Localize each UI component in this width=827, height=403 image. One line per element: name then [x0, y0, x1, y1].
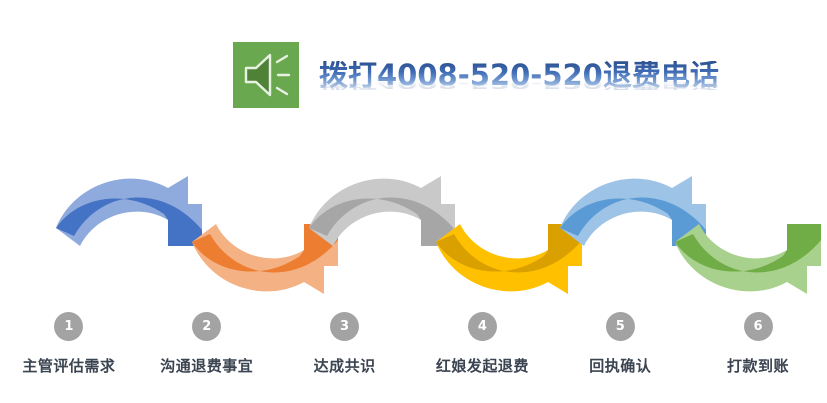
step-number-badge: 4 [467, 312, 497, 341]
step-number-badge: 6 [743, 312, 773, 341]
step-number-badge: 3 [330, 312, 360, 341]
step-number-badge: 2 [192, 312, 222, 341]
step-item-4[interactable]: 4 红娘发起退费 [413, 312, 551, 387]
flow-arrow-4 [436, 224, 582, 294]
step-label: 主管评估需求 [22, 357, 116, 375]
step-label: 回执确认 [589, 357, 652, 375]
flow-arrow-6 [675, 224, 821, 294]
step-label: 达成共识 [313, 357, 376, 375]
step-item-6[interactable]: 6 打款到账 [689, 312, 827, 387]
flow-arrow-3 [309, 176, 455, 246]
step-label: 沟通退费事宜 [160, 357, 254, 375]
page-title-reflection: 拨打4008-520-520退费电话 [319, 76, 719, 91]
step-item-2[interactable]: 2 沟通退费事宜 [138, 312, 276, 387]
step-label: 打款到账 [727, 357, 790, 375]
flow-arrow-5 [560, 176, 706, 246]
speaker-icon [233, 42, 299, 108]
step-item-3[interactable]: 3 达成共识 [276, 312, 414, 387]
page-title: 拨打4008-520-520退费电话拨打4008-520-520退费电话 [319, 57, 719, 92]
flow-arrow-2 [192, 224, 338, 294]
step-item-5[interactable]: 5 回执确认 [551, 312, 689, 387]
flow-arrow-1 [56, 176, 202, 246]
step-number-badge: 5 [605, 312, 635, 341]
step-number-badge: 1 [54, 312, 84, 341]
page-header: 拨打4008-520-520退费电话拨打4008-520-520退费电话 [233, 42, 719, 108]
step-label: 红娘发起退费 [435, 357, 529, 375]
process-flow-arrows [0, 168, 827, 303]
step-list: 1 主管评估需求 2 沟通退费事宜 3 达成共识 4 红娘发起退费 5 回执确认… [0, 312, 827, 387]
step-item-1[interactable]: 1 主管评估需求 [0, 312, 138, 387]
